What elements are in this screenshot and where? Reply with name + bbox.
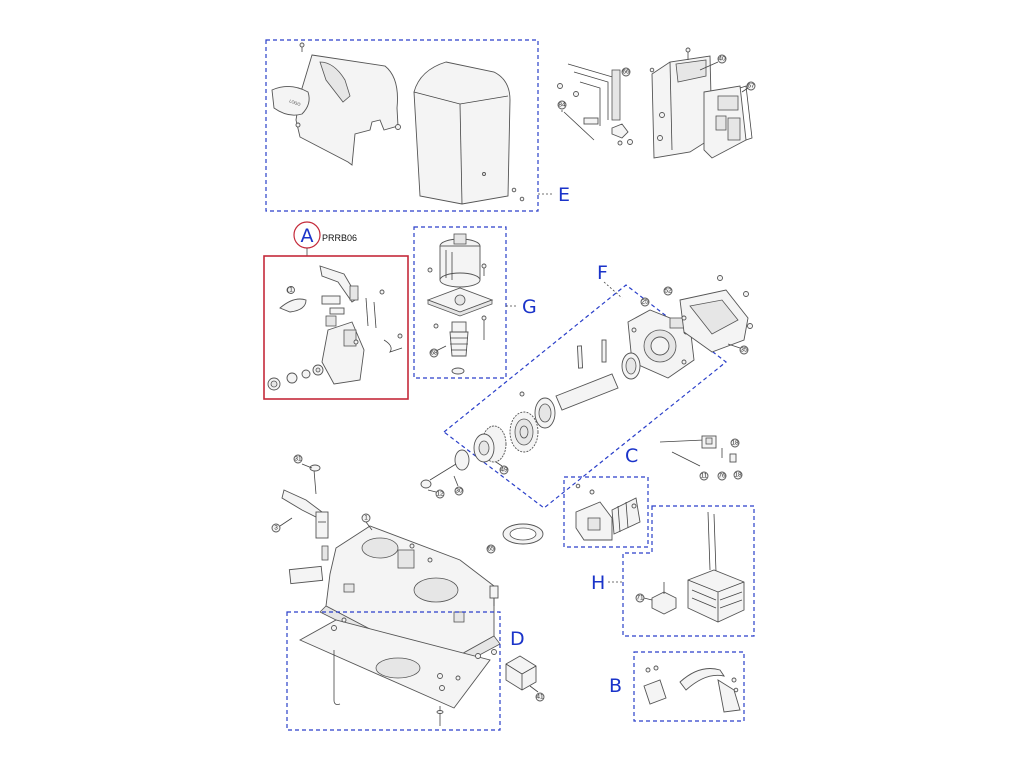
group-f-box — [443, 284, 727, 509]
handle-brackets — [643, 665, 741, 713]
group-d-label: D — [510, 628, 525, 650]
gear-ring — [502, 523, 544, 545]
callout-40: 40 — [718, 56, 726, 63]
output-gear — [420, 425, 507, 489]
callout-41: 41 — [536, 694, 544, 701]
group-c-box — [563, 476, 649, 548]
callout-1: 1 — [364, 515, 368, 522]
group-e-label: E — [558, 184, 570, 206]
callout-31: 31 — [294, 456, 302, 463]
callout-67: 67 — [747, 83, 755, 90]
callout-25: 25 — [641, 299, 649, 306]
callout-65: 65 — [487, 546, 495, 553]
drive-shaft — [519, 339, 641, 429]
control-board — [703, 85, 753, 159]
release-lever — [281, 464, 329, 585]
transformer — [687, 511, 745, 623]
group-a-box — [263, 255, 409, 400]
callout-30: 30 — [455, 488, 463, 495]
base-plate — [298, 617, 497, 726]
callout-84: 84 — [558, 102, 566, 109]
capacitor — [651, 582, 677, 615]
callout-71: 71 — [636, 595, 644, 602]
callout-52: 52 — [664, 288, 672, 295]
group-h-box — [622, 505, 755, 637]
callout-68: 68 — [430, 350, 438, 357]
group-e-box — [265, 39, 539, 212]
callout-76: 76 — [718, 473, 726, 480]
callout-35: 35 — [740, 347, 748, 354]
group-d-box — [286, 611, 501, 731]
motor — [426, 233, 494, 375]
gearbox-flange — [627, 309, 697, 379]
front-cover: LOGO — [271, 42, 401, 166]
group-h-label: H — [591, 572, 605, 594]
group-a-code: PRRB06 — [322, 233, 357, 243]
limit-switch — [575, 483, 641, 541]
group-a-label: A — [301, 225, 314, 247]
group-g-label: G — [522, 296, 537, 318]
svg-text:LOGO: LOGO — [289, 98, 302, 107]
control-box — [649, 47, 713, 159]
group-b-box — [633, 651, 745, 722]
base-housing — [319, 525, 501, 675]
callout-18b: 18 — [734, 472, 742, 479]
callout-12: 12 — [436, 491, 444, 498]
group-g-box — [413, 226, 507, 379]
callout-11: 11 — [701, 473, 708, 480]
group-f-label: F — [597, 262, 608, 284]
callout-1a: 1 — [289, 287, 293, 294]
limit-switch-parts — [659, 435, 737, 467]
rear-housing — [413, 61, 525, 205]
callout-49: 49 — [500, 467, 508, 474]
release-kit — [267, 265, 403, 391]
worm-gear — [509, 411, 539, 453]
gear-cover — [679, 275, 753, 353]
group-b-label: B — [609, 675, 622, 697]
callout-3: 3 — [274, 525, 278, 532]
wiring-harness — [557, 63, 633, 146]
callout-18a: 18 — [731, 440, 739, 447]
group-c-label: C — [625, 445, 638, 467]
cover-block — [505, 655, 537, 691]
callout-66: 66 — [622, 69, 630, 76]
